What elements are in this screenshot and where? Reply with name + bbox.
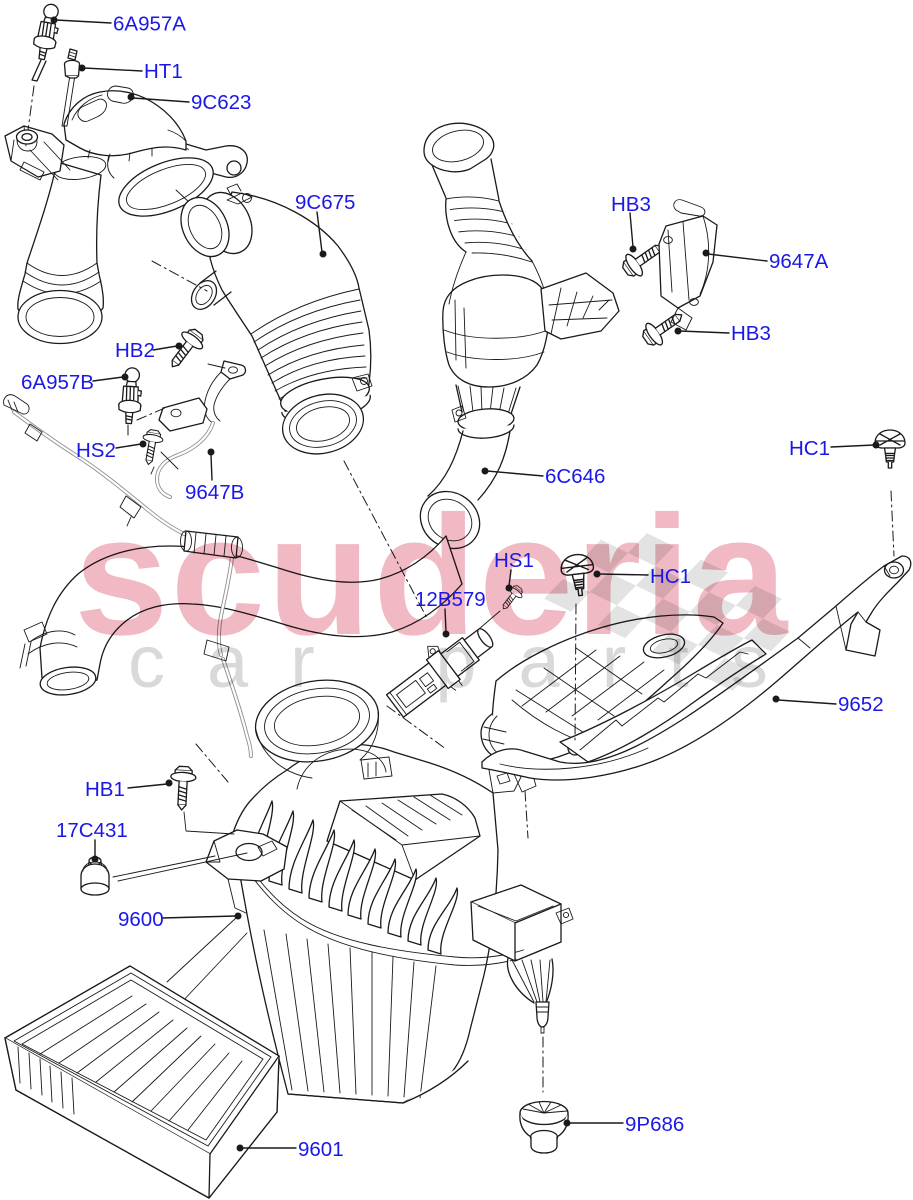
- leader-line-9652: [777, 699, 837, 705]
- part-label-HB2[interactable]: HB2: [115, 339, 155, 362]
- leader-line-HB2: [152, 345, 178, 351]
- leader-dot-6A957A: [50, 16, 58, 24]
- part-label-9601[interactable]: 9601: [298, 1138, 344, 1161]
- part-label-HT1[interactable]: HT1: [144, 60, 183, 83]
- tray-ribs-drawing: [263, 929, 469, 1104]
- part-6a957a-drawing: [27, 1, 63, 131]
- part-label-HB3-1[interactable]: HB3: [611, 193, 651, 216]
- leader-line-9C675: [316, 211, 323, 253]
- part-label-HB1[interactable]: HB1: [85, 778, 125, 801]
- leader-dot-9647B: [207, 448, 215, 456]
- align-dash-maf-cover: [386, 705, 447, 750]
- part-12b579-drawing: [385, 628, 494, 718]
- vacuum-pipe-drawing: [3, 394, 253, 783]
- part-hb2-drawing: [161, 323, 226, 375]
- flag-cell: [627, 533, 674, 566]
- leader-line-HB3-2: [679, 330, 730, 334]
- part-6a957b-drawing: [117, 366, 168, 439]
- part-label-HS1[interactable]: HS1: [494, 549, 534, 572]
- part-label-9P686[interactable]: 9P686: [625, 1113, 684, 1136]
- lid-dome-drawing: [326, 793, 481, 881]
- leader-line-6C646: [486, 470, 544, 477]
- leader-dot-HS1: [505, 584, 513, 592]
- leader-line-HB1: [127, 783, 168, 789]
- part-hs1-drawing: [478, 582, 527, 630]
- leader-dot-9600: [234, 912, 242, 920]
- leader-dot-17C431: [91, 855, 99, 863]
- leader-dot-6A957B: [121, 373, 129, 381]
- filter-projection-lines: [166, 916, 248, 1005]
- part-hc1b-drawing: [558, 552, 598, 741]
- leader-line-HS2: [115, 443, 142, 449]
- leader-line-9647A: [707, 253, 768, 262]
- tray-bracket-drawing: [205, 829, 288, 914]
- part-label-9652[interactable]: 9652: [838, 693, 884, 716]
- leader-line-HS1: [508, 569, 512, 587]
- part-label-9647B[interactable]: 9647B: [185, 481, 244, 504]
- part-label-9C623[interactable]: 9C623: [191, 91, 251, 114]
- part-9c623-drawing: [4, 85, 248, 345]
- part-9647a-drawing: [658, 199, 718, 331]
- leader-dot-9652: [772, 695, 780, 703]
- leader-dot-9C675: [319, 250, 327, 258]
- part-label-9647A[interactable]: 9647A: [769, 250, 829, 273]
- leader-line-HB3-1: [629, 212, 634, 248]
- leader-dot-HS2: [139, 440, 147, 448]
- leader-dot-HC1-2: [593, 570, 601, 578]
- leader-line-9600: [161, 915, 237, 919]
- align-dash-cover-housing: [524, 790, 529, 839]
- part-9c675-drawing: [180, 183, 373, 455]
- leader-dot-HB3-1: [629, 245, 637, 253]
- part-label-6C646[interactable]: 6C646: [545, 465, 605, 488]
- part-label-HC1-2[interactable]: HC1: [650, 565, 691, 588]
- part-hc1a-drawing: [874, 429, 906, 557]
- hose-drawing: [19, 535, 463, 696]
- leader-dot-HB3-2: [674, 327, 682, 335]
- part-9p686-drawing: [519, 1100, 569, 1154]
- leader-line-HT1: [83, 67, 143, 72]
- part-label-6A957B[interactable]: 6A957B: [21, 371, 94, 394]
- part-label-12B579[interactable]: 12B579: [415, 588, 486, 611]
- leader-dot-HB2: [175, 342, 183, 350]
- leader-line-HC1-2: [598, 573, 649, 576]
- part-label-HB3-2[interactable]: HB3: [731, 322, 771, 345]
- leader-dot-HC1-1: [872, 441, 880, 449]
- leader-dot-9C623: [127, 93, 135, 101]
- part-label-HC1-1[interactable]: HC1: [789, 437, 830, 460]
- part-hb1-drawing: [168, 765, 235, 835]
- leader-line-6A957A: [55, 19, 112, 24]
- side-tray-drawing: [470, 884, 574, 1034]
- part-9647b-drawing: [155, 360, 247, 499]
- part-label-9C675[interactable]: 9C675: [295, 191, 355, 214]
- part-label-HS2[interactable]: HS2: [76, 439, 116, 462]
- part-9601-drawing: [4, 965, 280, 1199]
- leader-line-HC1-1: [830, 444, 875, 448]
- leader-dot-9P686: [563, 1119, 571, 1127]
- leader-dot-HB1: [165, 779, 173, 787]
- lid-collar-drawing: [254, 679, 393, 790]
- leader-dot-9647A: [702, 249, 710, 257]
- part-ht1-drawing: [61, 48, 81, 127]
- leader-dot-HT1: [78, 64, 86, 72]
- part-label-17C431[interactable]: 17C431: [56, 819, 128, 842]
- leader-dot-12B579: [442, 630, 450, 638]
- leader-dot-6C646: [481, 467, 489, 475]
- part-label-9600[interactable]: 9600: [118, 908, 164, 931]
- align-dash-9c623-stub: [151, 260, 208, 292]
- flag-cell: [735, 585, 782, 619]
- part-hs2-drawing: [138, 427, 179, 475]
- leader-line-9647B: [210, 454, 213, 481]
- leader-line-6A957B: [92, 376, 124, 382]
- align-dash-hose-maf: [343, 460, 429, 621]
- leader-dot-9601: [236, 1144, 244, 1152]
- leader-line-12B579: [444, 608, 447, 633]
- part-label-6A957A[interactable]: 6A957A: [113, 13, 186, 36]
- part-6c646-drawing: [419, 122, 620, 550]
- leader-line-9C623: [132, 97, 190, 103]
